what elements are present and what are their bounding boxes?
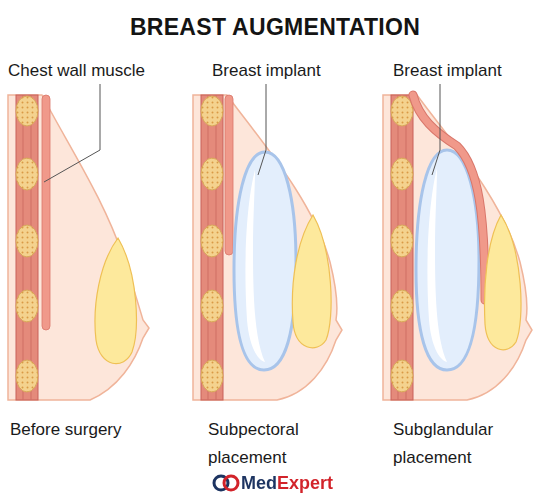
chest-wall: [201, 95, 223, 400]
breast-body: [8, 95, 149, 400]
part-label-box: Breast implant: [212, 57, 362, 85]
mammary-gland: [292, 215, 331, 348]
logo-text-box: MedExpert: [241, 471, 361, 495]
breast-implant: [416, 150, 479, 370]
logo-icon: [224, 476, 238, 490]
part-label: Chest wall muscle: [8, 61, 145, 80]
mammary-gland: [95, 238, 136, 364]
panel-caption: Before surgery: [10, 420, 122, 439]
breast-body: [193, 95, 342, 400]
part-label: Breast implant: [212, 61, 321, 80]
breast-implant: [234, 152, 296, 370]
pectoral-muscle: [413, 95, 485, 300]
part-label: Breast implant: [393, 61, 502, 80]
chest-wall: [391, 95, 413, 400]
leader-line: [432, 84, 440, 175]
pectoral-muscle: [413, 95, 485, 300]
before-panel: [8, 95, 149, 400]
implant-highlight: [427, 168, 447, 362]
leader-line: [44, 84, 100, 182]
part-label-box: Chest wall muscle: [8, 57, 198, 85]
pectoral-muscle: [42, 95, 50, 330]
subglandular-panel: [383, 95, 532, 400]
panel-caption-box: Subpectoral placement: [208, 416, 328, 472]
breast-body: [383, 95, 532, 400]
panel-caption-box: Subglandular placement: [393, 416, 533, 472]
panel-caption: Subpectoral placement: [208, 420, 299, 467]
diagram-title: BREAST AUGMENTATION: [0, 14, 550, 41]
chest-wall: [16, 95, 38, 400]
panel-caption: Subglandular placement: [393, 420, 493, 467]
leader-line: [258, 84, 266, 175]
implant-highlight: [245, 170, 265, 362]
subpectoral-panel: [193, 95, 342, 400]
mammary-gland: [485, 215, 522, 350]
logo-text: MedExpert: [241, 471, 333, 495]
panel-caption-box: Before surgery: [10, 416, 180, 444]
part-label-box: Breast implant: [393, 57, 543, 85]
pectoral-muscle: [225, 95, 233, 255]
